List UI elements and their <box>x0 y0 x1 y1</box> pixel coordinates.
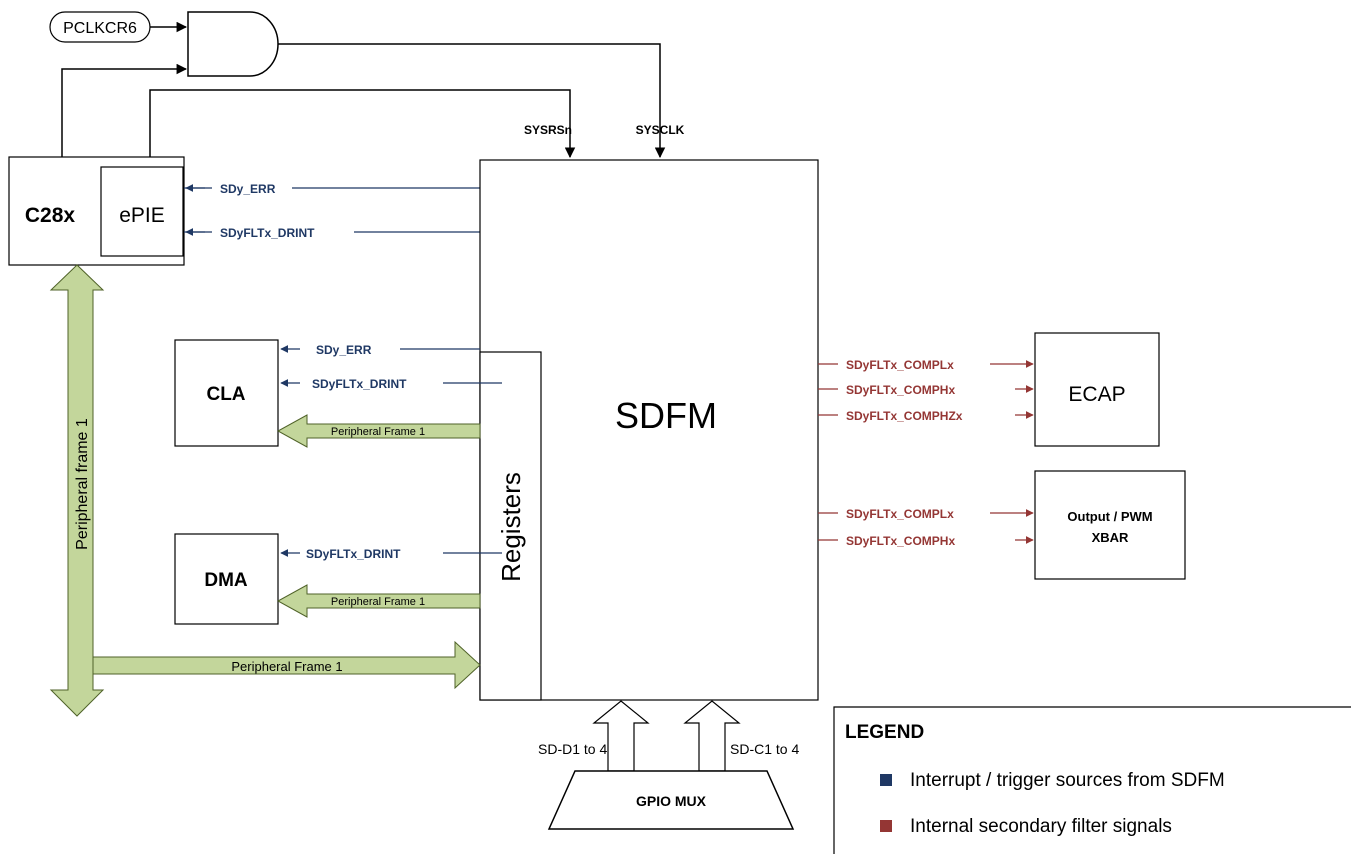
legend-title: LEGEND <box>845 722 924 743</box>
epie-block <box>100 166 184 257</box>
bus-to-cla <box>276 414 481 448</box>
cla-err-label: SDy_ERR <box>316 343 372 357</box>
gpio-mux-block <box>547 770 795 830</box>
c28x-label: C28x <box>25 204 76 227</box>
sd-data-input-arrow <box>592 700 650 772</box>
epie-err-label-bg <box>212 179 292 197</box>
dma-drint-label: SDyFLTx_DRINT <box>306 547 401 561</box>
xbar-compl-label: SDyFLTx_COMPLx <box>846 507 954 521</box>
sysrsn-wire <box>149 89 576 159</box>
sd-clock-input-arrow <box>683 700 741 772</box>
xbar-label-line2: XBAR <box>1092 530 1129 545</box>
bus-to-registers <box>92 640 481 690</box>
bus-vertical <box>49 264 105 717</box>
gpio-mux-label: GPIO MUX <box>636 793 707 809</box>
legend: LEGEND Interrupt / trigger sources from … <box>833 706 1351 854</box>
sysclk-label: SYSCLK <box>636 123 685 137</box>
legend-item-internal: Internal secondary filter signals <box>910 816 1172 837</box>
legend-swatch-internal <box>880 820 892 832</box>
bus-to-dma-label: Peripheral Frame 1 <box>331 596 425 608</box>
bus-to-cla-label: Peripheral Frame 1 <box>331 426 425 438</box>
ecap-comphz-label: SDyFLTx_COMPHZx <box>846 409 963 423</box>
xbar-block <box>1034 470 1186 580</box>
and-gate <box>187 11 279 77</box>
dma-label: DMA <box>204 570 248 591</box>
xbar-comph-label: SDyFLTx_COMPHx <box>846 534 955 548</box>
legend-swatch-interrupt <box>880 774 892 786</box>
registers-label: Registers <box>496 472 526 582</box>
ecap-comph-label: SDyFLTx_COMPHx <box>846 383 955 397</box>
epie-err-label: SDy_ERR <box>220 182 276 196</box>
pclkcr6-label: PCLKCR6 <box>63 20 137 37</box>
ecap-compl-label: SDyFLTx_COMPLx <box>846 358 954 372</box>
bus-to-dma <box>276 584 481 618</box>
dma-block <box>174 533 279 625</box>
sysclk-wire <box>278 43 666 159</box>
cla-block <box>174 339 279 447</box>
legend-border <box>833 706 1351 854</box>
cla-label: CLA <box>206 384 245 405</box>
ecap-label: ECAP <box>1068 383 1125 406</box>
legend-item-interrupt: Interrupt / trigger sources from SDFM <box>910 770 1225 791</box>
sdfm-label: SDFM <box>615 395 717 436</box>
bus-to-registers-label: Peripheral Frame 1 <box>231 659 342 674</box>
epie-drint-label-bg <box>212 223 354 241</box>
registers-block <box>479 351 542 701</box>
c28x-to-and-wire <box>61 63 188 157</box>
cla-drint-label: SDyFLTx_DRINT <box>312 377 407 391</box>
bus-vertical-label: Peripheral frame 1 <box>74 418 91 550</box>
sysrsn-label: SYSRSn <box>524 123 572 137</box>
pclkcr6-pill: PCLKCR6 <box>49 11 151 43</box>
xbar-label-line1: Output / PWM <box>1067 509 1152 524</box>
epie-label: ePIE <box>119 204 165 227</box>
ecap-block <box>1034 332 1160 447</box>
sd-clock-label: SD-C1 to 4 <box>730 741 799 757</box>
epie-drint-label: SDyFLTx_DRINT <box>220 226 315 240</box>
sd-data-label: SD-D1 to 4 <box>538 741 607 757</box>
